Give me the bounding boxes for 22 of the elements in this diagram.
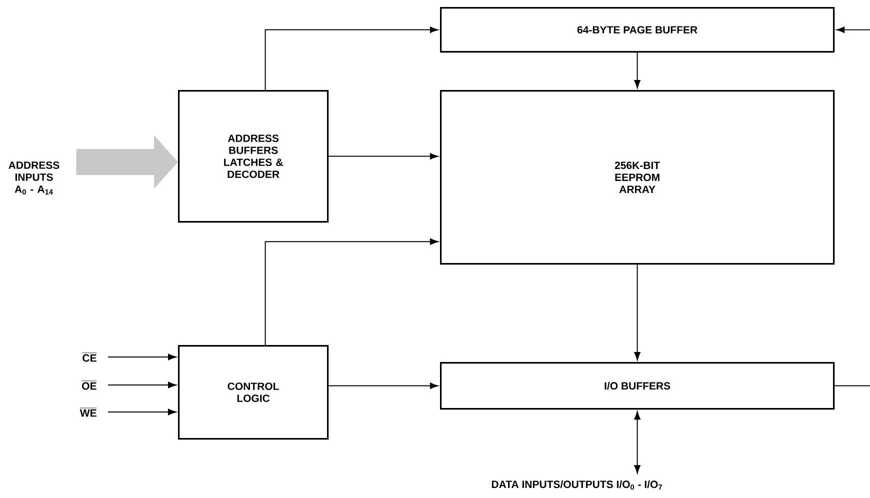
buffer-box: 64-BYTE PAGE BUFFER [440,7,835,53]
text-label: ADDRESS INPUTS A$_{0}$ - A$_{14}$ [8,161,60,195]
arrow [836,26,870,33]
signal-name: CE [82,352,97,362]
arrow [108,408,176,416]
arrow [328,382,438,389]
memory-array-box: 256K-BIT EEPROM ARRAY [440,90,835,265]
signal-name: WE [80,408,97,417]
arrow [634,52,640,88]
arrow [264,238,438,346]
logic-box: CONTROL LOGIC [178,345,329,440]
arrow [264,26,438,90]
line [834,385,870,386]
arrow [634,264,640,360]
signal-name: OE [81,380,97,390]
arrow [108,354,176,360]
arrow [634,411,640,474]
arrow [328,153,438,160]
buffer-box: I/O BUFFERS [440,362,835,410]
decoder-box: ADDRESS BUFFERS LATCHES & DECODER [178,90,329,223]
text-label: DATA INPUTS/OUTPUTS I/O$_{0}$ - I/O$_{7}$ [492,480,662,490]
arrow [108,382,176,388]
